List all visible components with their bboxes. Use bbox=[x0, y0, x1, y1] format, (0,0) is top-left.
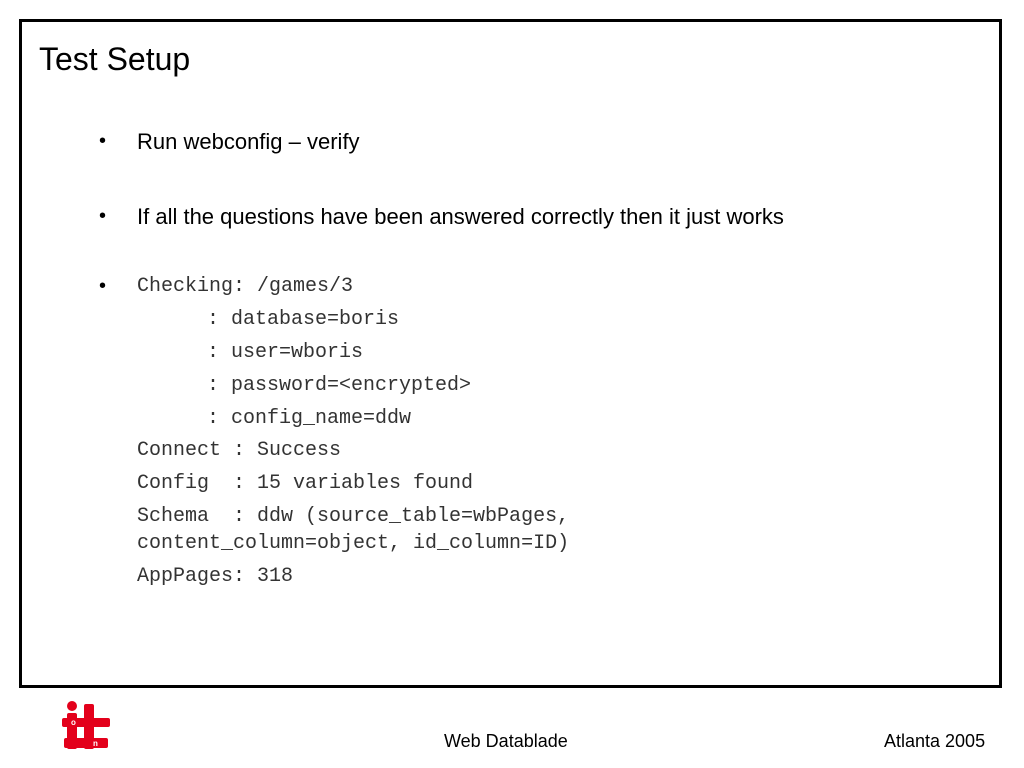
code-line-schema-cont: content_column=object, id_column=ID) bbox=[137, 532, 570, 555]
code-line-connect: Connect : Success bbox=[137, 439, 342, 462]
code-line-config-name: : config_name=ddw bbox=[207, 407, 412, 430]
svg-text:n: n bbox=[93, 739, 98, 748]
bullet-questions-answered: If all the questions have been answered … bbox=[137, 204, 784, 229]
bullet-marker: • bbox=[99, 130, 107, 152]
bullet-marker: • bbox=[99, 205, 107, 227]
code-line-database: : database=boris bbox=[207, 308, 400, 331]
code-line-config: Config : 15 variables found bbox=[137, 472, 474, 495]
slide-title: Test Setup bbox=[39, 41, 191, 77]
footer-center-text: Web Datablade bbox=[444, 731, 568, 751]
bullet-run-webconfig: Run webconfig – verify bbox=[137, 129, 360, 154]
svg-text:o: o bbox=[71, 718, 76, 727]
code-line-apppages: AppPages: 318 bbox=[137, 565, 294, 588]
code-line-checking: Checking: /games/3 bbox=[137, 275, 354, 298]
bullet-marker: • bbox=[99, 275, 107, 297]
onit-logo-icon: o n bbox=[62, 701, 110, 749]
code-line-password: : password=<encrypted> bbox=[207, 374, 472, 397]
code-line-user: : user=wboris bbox=[207, 341, 364, 364]
footer-right-text: Atlanta 2005 bbox=[884, 731, 986, 751]
slide-frame: Test Setup • Run webconfig – verify • If… bbox=[19, 19, 1002, 688]
code-line-schema: Schema : ddw (source_table=wbPages, bbox=[137, 505, 570, 528]
